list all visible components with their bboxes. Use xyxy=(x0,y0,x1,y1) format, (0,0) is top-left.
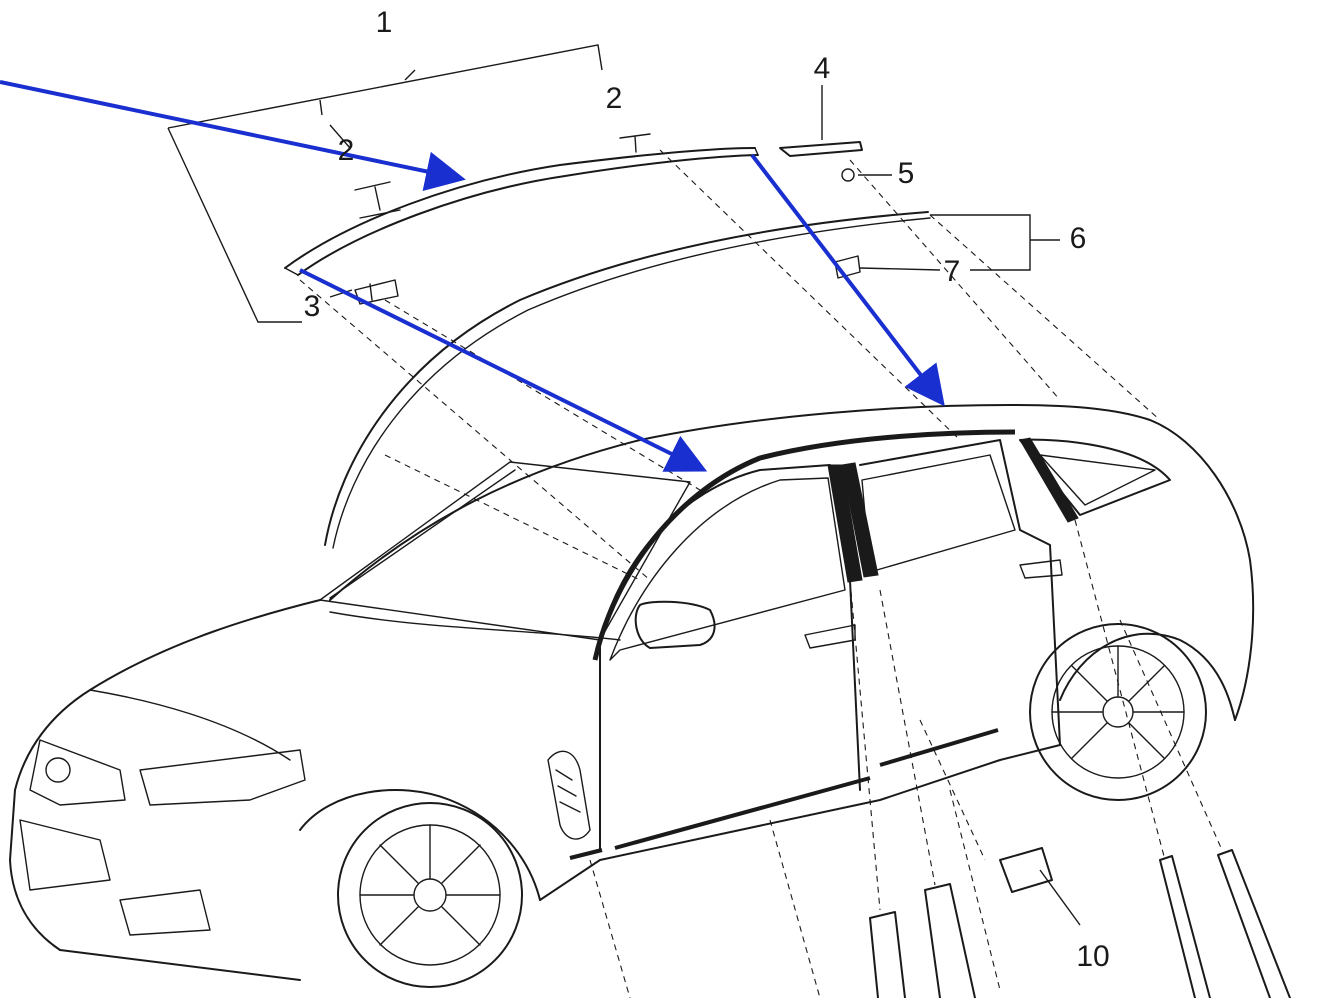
roof-molding-part xyxy=(284,147,756,269)
blue-arrow-3 xyxy=(750,153,945,407)
callout-3: 3 xyxy=(304,290,321,323)
projection-lines xyxy=(299,149,1223,998)
clip-part-2-right xyxy=(619,133,651,153)
callout-labels: 1 2 2 3 4 5 6 7 10 xyxy=(304,6,1110,973)
end-cap-part-4 xyxy=(779,141,863,157)
callout-2-right: 2 xyxy=(606,82,623,115)
annotation-arrows xyxy=(0,80,945,472)
leader-lines xyxy=(167,44,1081,926)
callout-7: 7 xyxy=(944,255,961,288)
clip-part-2-left xyxy=(354,181,401,219)
blue-arrow-1 xyxy=(0,80,466,192)
exploded-parts xyxy=(284,133,1291,998)
callout-4: 4 xyxy=(814,52,831,85)
station-wagon-outline xyxy=(9,404,1255,988)
nut-part-5 xyxy=(841,168,855,182)
callout-10: 10 xyxy=(1076,940,1109,973)
patch-part-10 xyxy=(999,847,1053,893)
clip-part-7 xyxy=(834,255,861,279)
blue-arrow-2 xyxy=(299,268,708,472)
callout-1: 1 xyxy=(376,6,393,39)
callout-5: 5 xyxy=(898,157,915,190)
callout-6: 6 xyxy=(1070,222,1087,255)
callout-2-left: 2 xyxy=(338,134,355,167)
